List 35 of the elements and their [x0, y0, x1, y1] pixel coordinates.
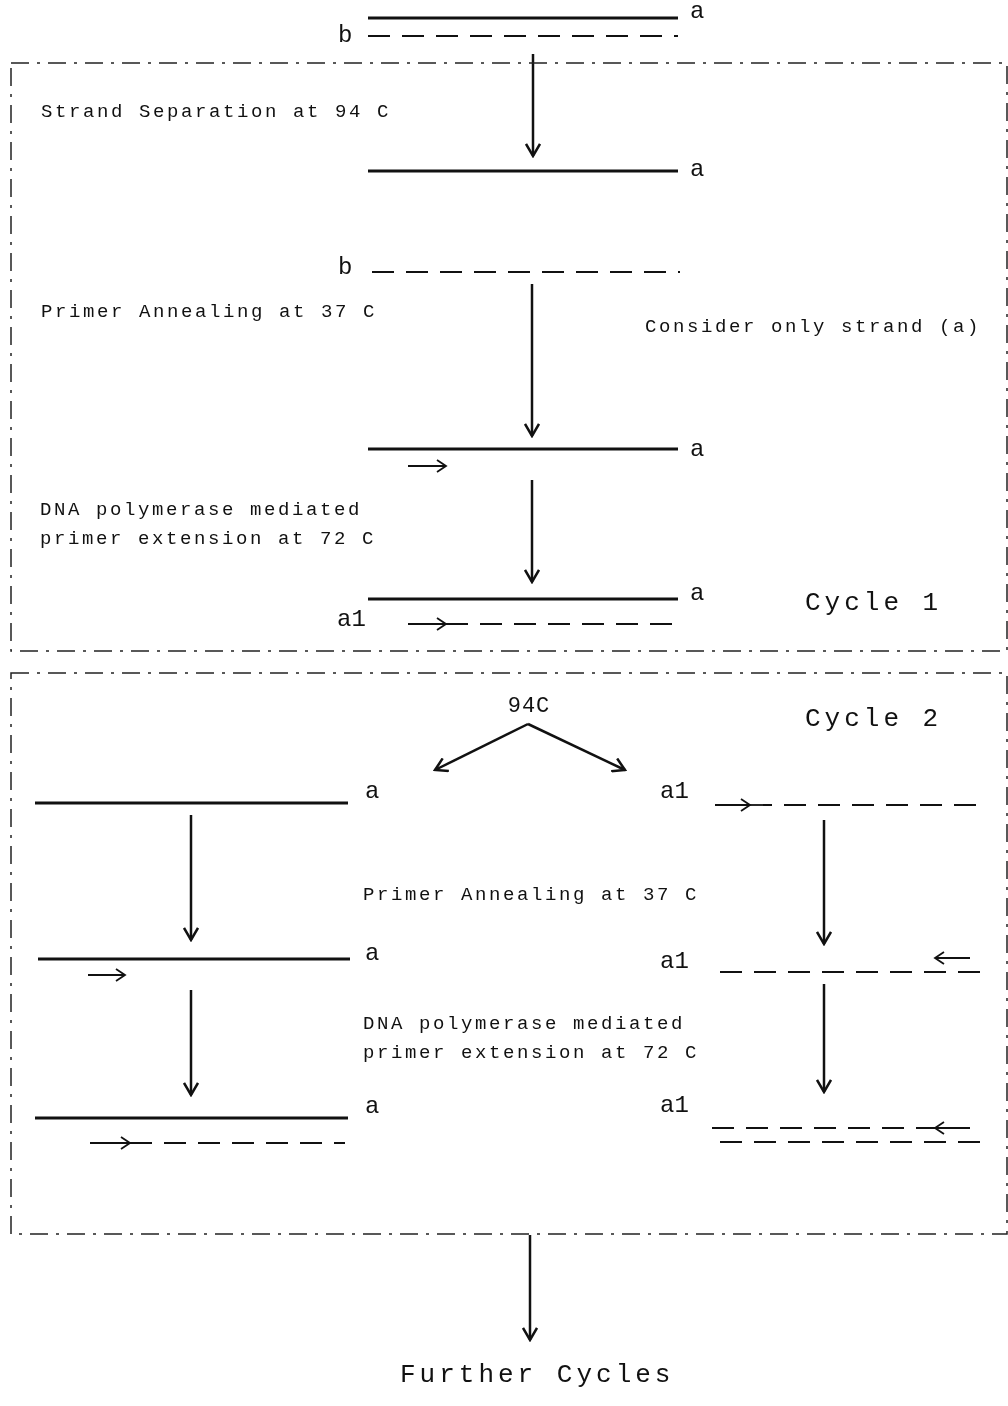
step-label: 94C	[500, 692, 558, 724]
caption: Further Cycles	[400, 1362, 675, 1388]
arrow	[523, 284, 541, 438]
strand-label: a	[690, 438, 705, 462]
strand-label: a	[365, 780, 380, 804]
cycle-label: Cycle 1	[805, 590, 943, 616]
cycle-frame	[10, 672, 1008, 1235]
arrow	[527, 722, 627, 773]
step-note: Consider only strand (a)	[645, 315, 983, 340]
arrow	[521, 1235, 539, 1342]
arrow	[815, 820, 833, 946]
strand-label: a1	[660, 780, 689, 804]
step-note: DNA polymerase mediated primer extension at 72 C	[40, 498, 378, 552]
strand-label: a	[690, 582, 705, 606]
arrow	[182, 815, 200, 942]
strand-label: a	[690, 0, 705, 24]
arrow	[815, 984, 833, 1094]
step-note: Primer Annealing at 37 C	[363, 883, 701, 908]
strand-label: a	[690, 158, 705, 182]
strand-label: a1	[660, 1094, 689, 1118]
cycle-frame	[10, 62, 1008, 652]
arrow	[433, 722, 529, 773]
arrow	[524, 54, 542, 158]
strand-label: a1	[337, 608, 366, 632]
strand-label: b	[338, 256, 353, 280]
step-note: DNA polymerase mediated primer extension at 72 C	[363, 1012, 701, 1066]
strand-label: a1	[660, 950, 689, 974]
cycle-label: Cycle 2	[805, 706, 943, 732]
arrow	[523, 480, 541, 584]
strand-label: a	[365, 942, 380, 966]
arrow	[182, 990, 200, 1097]
step-note: Strand Separation at 94 C	[41, 100, 393, 125]
step-note: Primer Annealing at 37 C	[41, 300, 379, 325]
strand-label: b	[338, 24, 353, 48]
strand-label: a	[365, 1095, 380, 1119]
